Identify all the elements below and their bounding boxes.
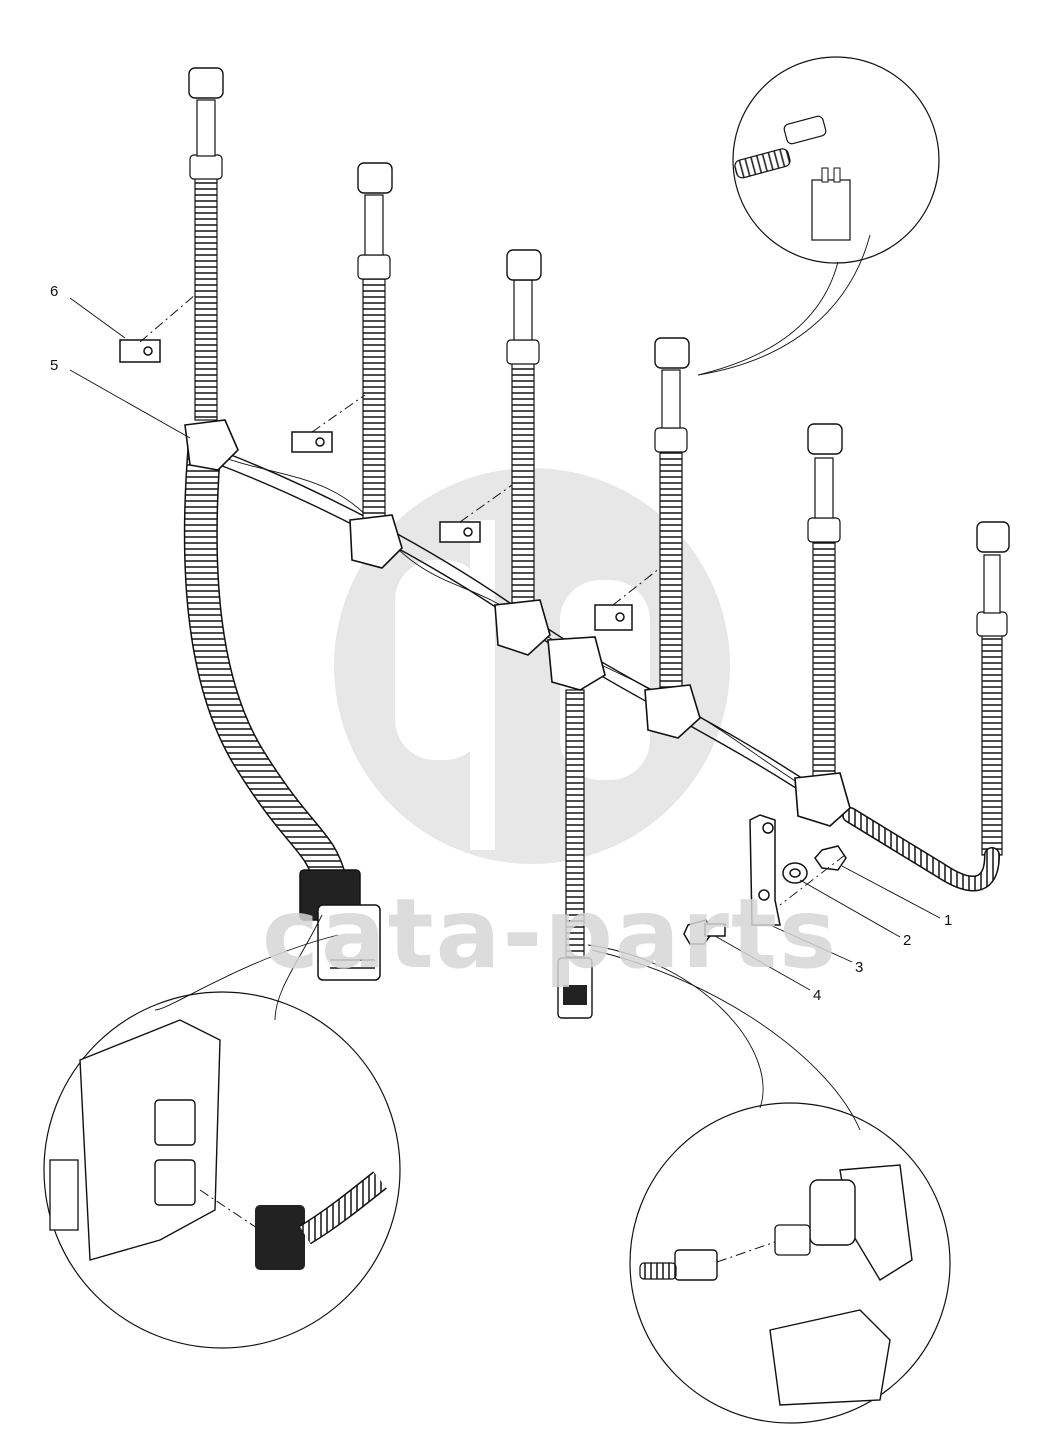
branch-6 bbox=[842, 521, 1010, 892]
callout-1: 1 bbox=[944, 912, 953, 929]
watermark-brand-text: cata-parts bbox=[262, 878, 839, 990]
callout-6: 6 bbox=[50, 283, 59, 300]
detail-bottom-right bbox=[587, 944, 951, 1424]
washer bbox=[782, 862, 808, 884]
branch-4 bbox=[654, 337, 690, 701]
callout-4: 4 bbox=[813, 987, 822, 1004]
nut bbox=[814, 845, 847, 871]
callout-3: 3 bbox=[855, 959, 864, 976]
branch-5 bbox=[807, 423, 843, 781]
callout-2: 2 bbox=[903, 932, 912, 949]
branch-2 bbox=[357, 162, 393, 526]
detail-top-right bbox=[697, 56, 940, 376]
callout-5: 5 bbox=[50, 357, 59, 374]
branch-1 bbox=[188, 67, 224, 421]
mounting-bracket bbox=[749, 814, 781, 926]
lower-branch bbox=[557, 689, 593, 1019]
bolt bbox=[683, 919, 726, 945]
detail-bottom-left bbox=[43, 914, 401, 1349]
small-brackets bbox=[119, 339, 633, 631]
ecu-connector bbox=[299, 869, 381, 981]
bracket-dash-lines bbox=[139, 294, 661, 606]
t-junctions bbox=[184, 419, 851, 827]
main-corrugated-tube bbox=[183, 423, 347, 897]
callout-leaders bbox=[69, 297, 941, 991]
